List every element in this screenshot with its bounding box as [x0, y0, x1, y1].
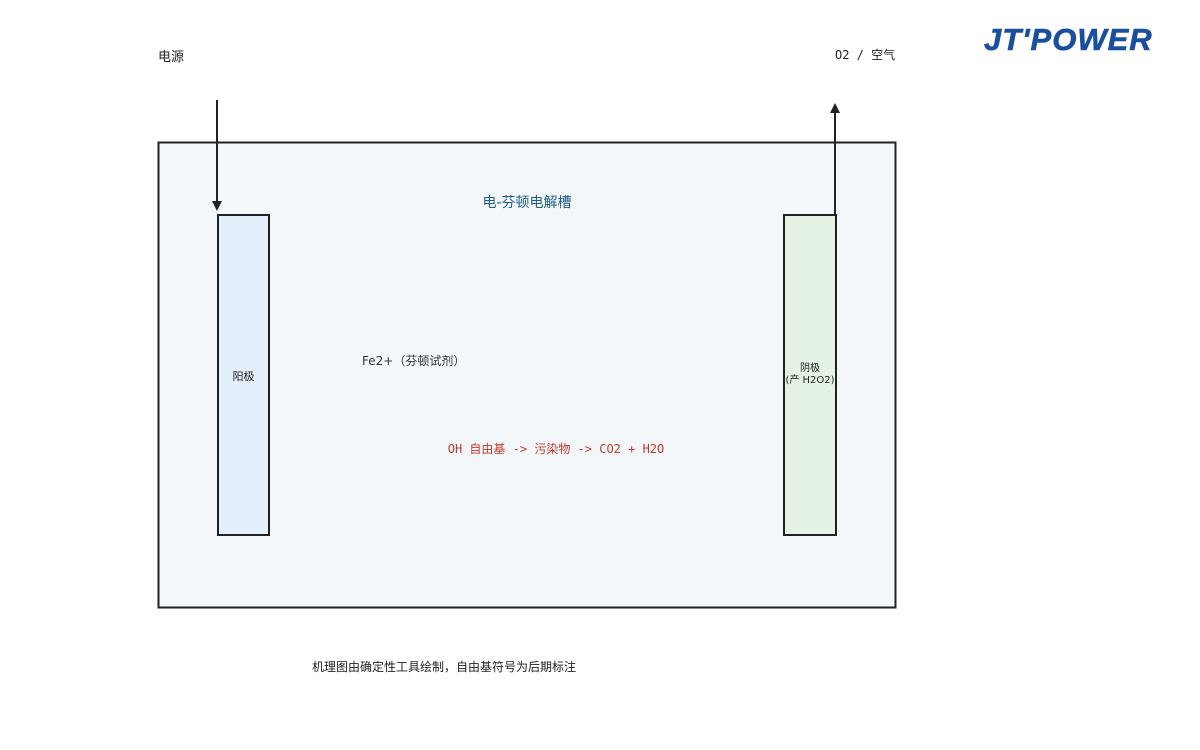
electrolytic-tank	[157, 141, 897, 609]
logo-text: JT'POWER	[984, 22, 1153, 57]
cathode-label: 阴极 (产 H2O2)	[770, 363, 850, 387]
cathode-label-line1: 阴极	[800, 363, 820, 374]
cathode-electrode	[783, 214, 837, 536]
tank-title: 电-芬顿电解槽	[482, 195, 572, 211]
jtpower-logo: JT'POWER	[984, 22, 1153, 58]
anode-label: 阳极	[232, 370, 255, 383]
power-source-label: 电源	[158, 50, 185, 65]
reaction-pathway-label: OH 自由基 -> 污染物 -> CO2 + H2O	[447, 442, 665, 456]
footer-note: 机理图由确定性工具绘制，自由基符号为后期标注	[312, 660, 577, 674]
fenton-reagent-label: Fe2+（芬顿试剂）	[362, 354, 466, 368]
oxygen-air-label: O2 / 空气	[835, 48, 896, 62]
anode-electrode	[217, 214, 270, 536]
cathode-label-line2: (产 H2O2)	[785, 375, 835, 386]
